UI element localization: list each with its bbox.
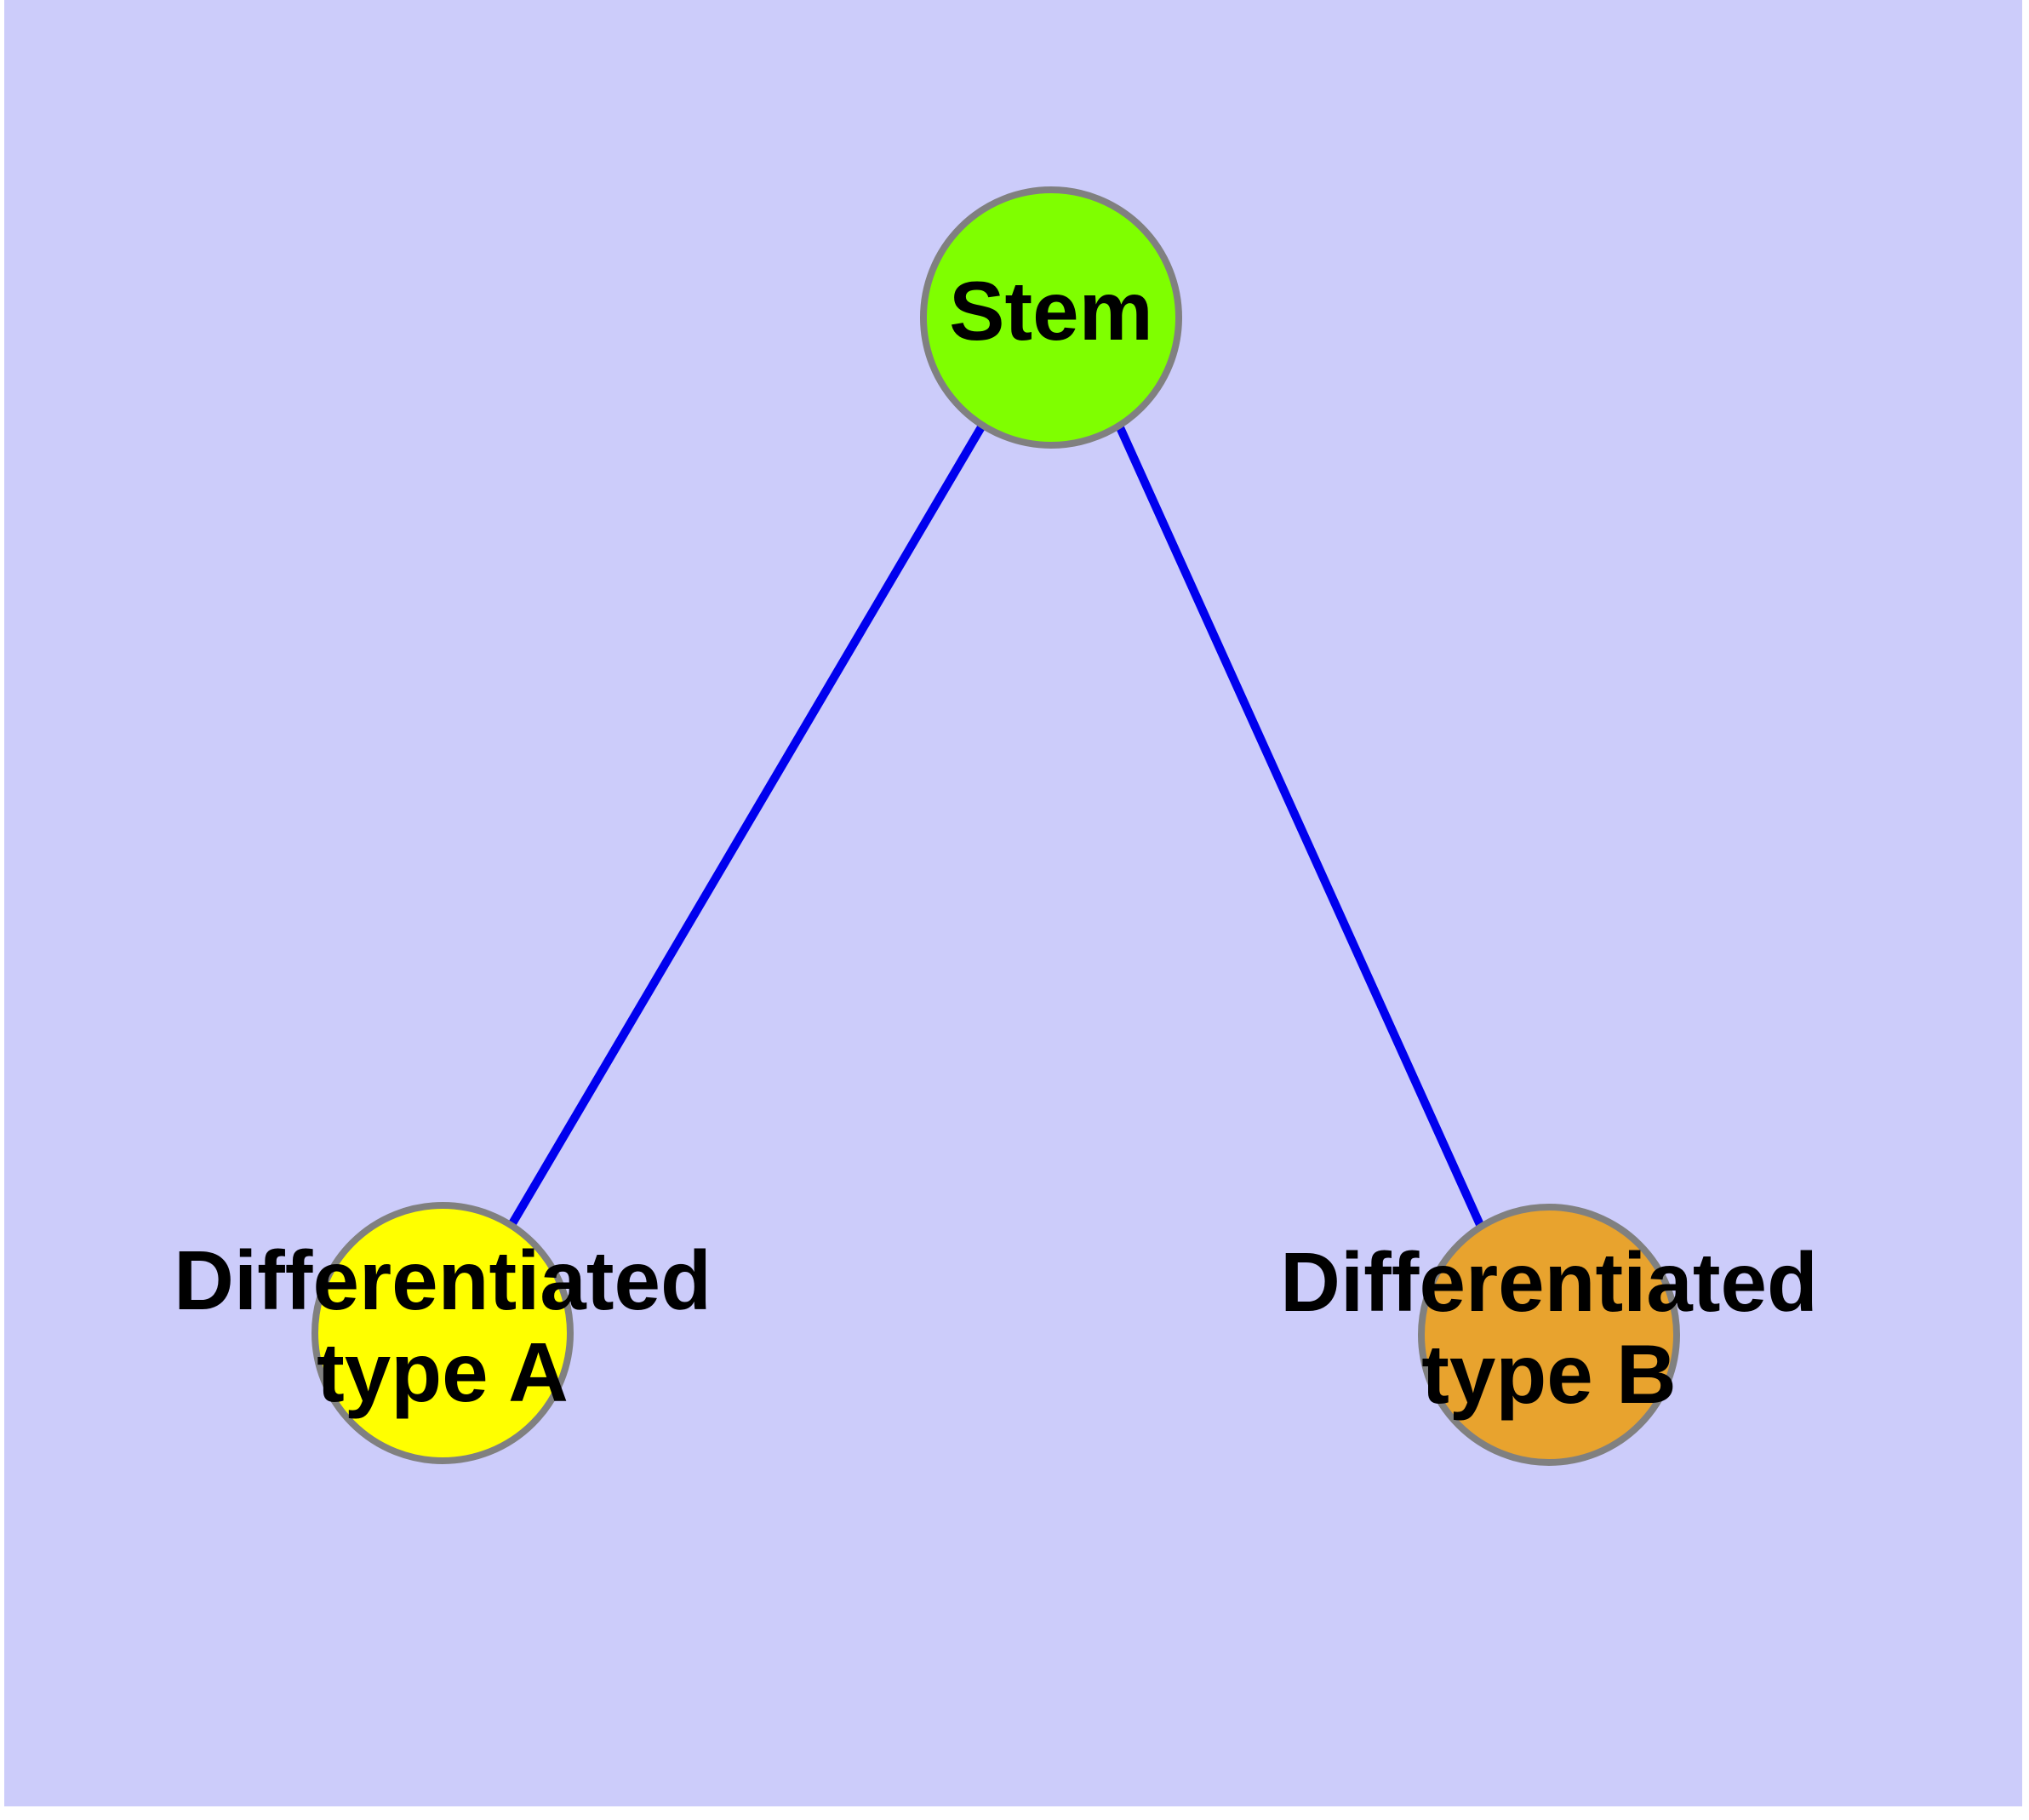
graph-node-label-line: Differentiated	[174, 1233, 712, 1327]
graph-node-diff-b[interactable]	[1418, 1204, 1680, 1466]
graph-node-label-line: Stem	[949, 264, 1153, 358]
edges-layer	[507, 423, 1485, 1229]
graph-node-label-line: Differentiated	[1280, 1235, 1818, 1329]
graph-node-diff-a[interactable]	[311, 1202, 574, 1464]
graph-node-label-stem: Stem	[949, 264, 1153, 358]
nodes-layer	[311, 186, 1680, 1466]
graph-edge-stem-to-diff-b	[1115, 423, 1485, 1229]
graph-edge-stem-to-diff-a	[507, 423, 986, 1228]
graph-node-label-line: type A	[317, 1325, 569, 1419]
graph-node-label-line: type B	[1421, 1327, 1677, 1421]
graph-node-stem[interactable]	[920, 186, 1182, 449]
